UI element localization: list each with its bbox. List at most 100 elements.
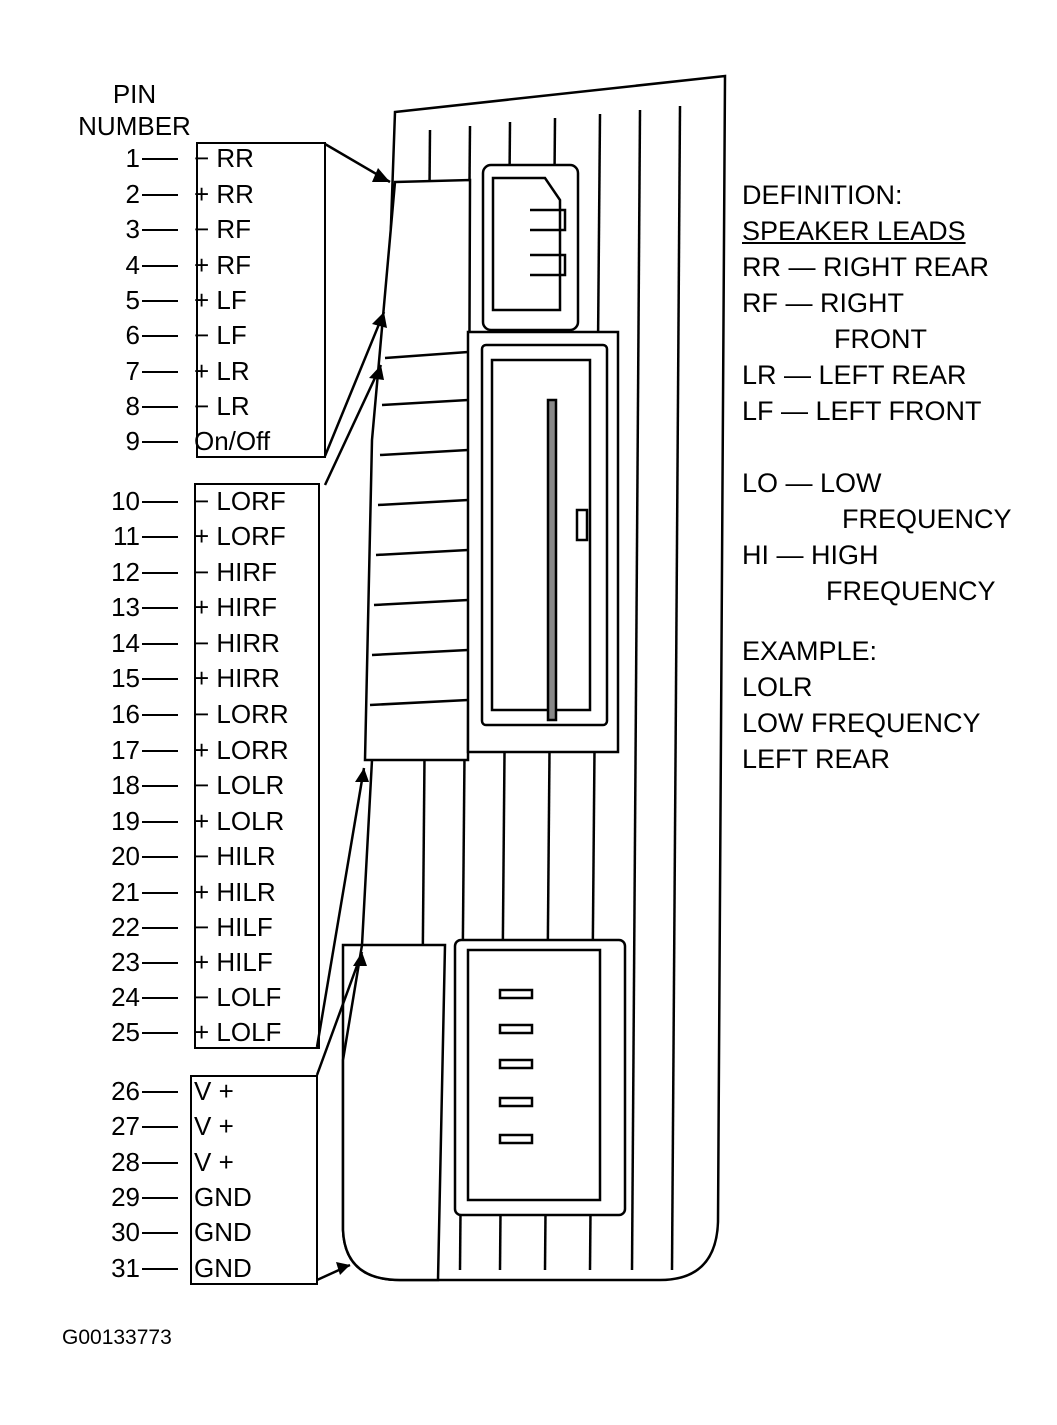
pin-number: 29 — [111, 1182, 140, 1212]
pin-number: 4 — [125, 250, 140, 280]
header-line1: PIN — [112, 79, 157, 109]
pin-row: 25+ LOLF — [0, 1015, 281, 1050]
pin-label: − LORR — [194, 699, 289, 729]
pin-leader — [142, 784, 178, 787]
pin-leader — [142, 500, 178, 503]
pin-number: 2 — [125, 179, 140, 209]
pin-row: 5 + LF — [0, 283, 247, 318]
pin-row: 17+ LORR — [0, 733, 289, 768]
pin-leader — [142, 996, 178, 999]
pin-number: 30 — [111, 1217, 140, 1247]
pin-number: 13 — [111, 592, 140, 622]
pin-number: 28 — [111, 1147, 140, 1177]
pin-leader — [142, 228, 178, 231]
definition-line: LEFT REAR — [742, 744, 891, 774]
pin-row: 20− HILR — [0, 839, 276, 874]
pin-label: + HILF — [194, 947, 273, 977]
pin-row: 6− LF — [0, 318, 247, 353]
pin-row: 8− LR — [0, 389, 250, 424]
pin-row: 11+ LORF — [0, 519, 286, 554]
pin-number: 9 — [125, 426, 140, 456]
pin-leader — [142, 855, 178, 858]
pin-leader — [142, 1125, 178, 1128]
pin-label: − HIRF — [194, 557, 278, 587]
definition-line: LOLR — [742, 672, 813, 702]
pin-number: 21 — [111, 877, 140, 907]
pin-leader — [142, 926, 178, 929]
pin-label: + RF — [194, 250, 252, 280]
pin-leader — [142, 961, 178, 964]
pin-number: 20 — [111, 841, 140, 871]
definition-line: EXAMPLE: — [742, 636, 878, 666]
pin-group-box-2 — [194, 483, 320, 1049]
pin-number: 7 — [125, 356, 140, 386]
pin-label: − RR — [194, 143, 254, 173]
pin-label: + RR — [194, 179, 254, 209]
pin-row: 16− LORR — [0, 697, 289, 732]
pin-label: GND — [194, 1217, 252, 1247]
pin-row: 24− LOLF — [0, 980, 281, 1015]
pin-label: + HIRF — [194, 592, 278, 622]
pin-row: 4 + RF — [0, 248, 252, 283]
definitions-title: DEFINITION: — [742, 180, 903, 210]
pin-label: GND — [194, 1253, 252, 1283]
pin-number: 11 — [113, 521, 140, 551]
pin-leader — [142, 370, 178, 373]
pin-number: 27 — [111, 1111, 140, 1141]
pin-label: − LOLR — [194, 770, 285, 800]
pin-leader — [142, 299, 178, 302]
pin-row: 14− HIRR — [0, 626, 280, 661]
pin-label: GND — [194, 1182, 252, 1212]
pin-label: − LOLF — [194, 982, 282, 1012]
pin-group-box-3 — [190, 1075, 318, 1285]
definition-line: LO — LOW — [742, 468, 882, 498]
definition-line: FREQUENCY — [826, 576, 996, 606]
pin-leader — [142, 749, 178, 752]
pin-row: 9 On/Off — [0, 424, 271, 459]
pin-row: 29 GND — [0, 1180, 252, 1215]
definition-line: FRONT — [834, 324, 927, 354]
pin-leader — [142, 440, 178, 443]
pin-label: On/Off — [194, 426, 271, 456]
pin-number: 5 — [125, 285, 140, 315]
definition-line — [742, 429, 1012, 465]
pin-label: − HIRR — [194, 628, 280, 658]
pin-number: 26 — [111, 1076, 140, 1106]
definition-line: LF — LEFT FRONT — [742, 396, 982, 426]
pin-row: 15+ HIRR — [0, 661, 280, 696]
pin-label: V + — [194, 1147, 234, 1177]
pin-number: 18 — [111, 770, 140, 800]
pin-row: 7 + LR — [0, 354, 250, 389]
pin-label: + LOLR — [194, 806, 285, 836]
pin-leader — [142, 193, 178, 196]
figure-id: G00133773 — [62, 1326, 172, 1349]
definition-line — [742, 609, 1012, 633]
pin-label: − LF — [194, 320, 247, 350]
pin-label: V + — [194, 1076, 234, 1106]
pin-number: 8 — [125, 391, 140, 421]
pin-leader — [142, 264, 178, 267]
definitions-subtitle: SPEAKER LEADS — [742, 216, 966, 246]
pin-row: 2 + RR — [0, 177, 254, 212]
pin-label: + LR — [194, 356, 250, 386]
definition-line: FREQUENCY — [842, 504, 1012, 534]
pin-leader — [142, 334, 178, 337]
definition-line: LOW FREQUENCY — [742, 708, 981, 738]
pin-number: 3 — [125, 214, 140, 244]
pin-row: 21 + HILR — [0, 875, 276, 910]
pin-row: 22− HILF — [0, 910, 273, 945]
pin-row: 10− LORF — [0, 484, 286, 519]
pin-label: + HILR — [194, 877, 276, 907]
pin-label: − RF — [194, 214, 252, 244]
pin-number: 19 — [111, 806, 140, 836]
pin-label: + HIRR — [194, 663, 280, 693]
pin-leader — [142, 606, 178, 609]
definition-line: LR — LEFT REAR — [742, 360, 967, 390]
top-connector — [481, 163, 580, 332]
pin-label: + LF — [194, 285, 247, 315]
pin-number: 12 — [111, 557, 140, 587]
definition-line: RR — RIGHT REAR — [742, 252, 990, 282]
